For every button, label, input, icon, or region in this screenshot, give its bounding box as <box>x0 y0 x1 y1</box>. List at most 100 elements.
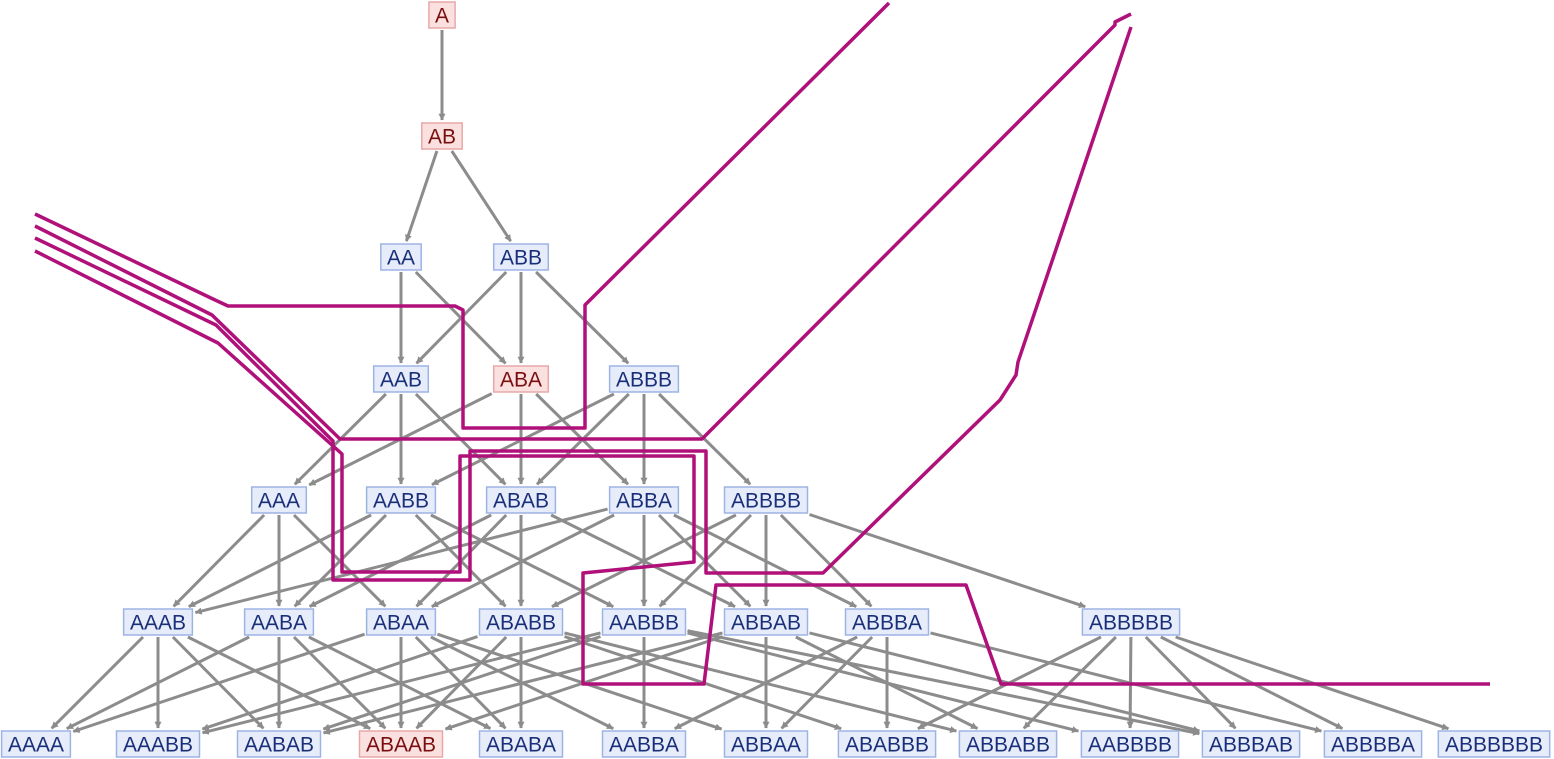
node-label: ABB <box>500 247 542 270</box>
node-ABBAB[interactable]: ABBAB <box>723 608 809 636</box>
edge-ABBAB-ABBBAB <box>809 631 1201 733</box>
node-box <box>608 365 680 393</box>
node-label: ABBBAB <box>1209 734 1293 757</box>
node-AAAA[interactable]: AAAA <box>0 730 72 758</box>
edge-AAA-AAAB <box>172 513 266 608</box>
node-ABAA[interactable]: ABAA <box>365 608 437 636</box>
node-AABA[interactable]: AABA <box>243 608 315 636</box>
node-label: AABB <box>373 490 429 513</box>
edge-ABABB-ABBABB <box>564 631 958 733</box>
node-box <box>601 608 687 636</box>
node-label: AAAB <box>130 612 186 635</box>
node-box <box>608 486 680 514</box>
node-box <box>723 730 809 758</box>
node-AABAB[interactable]: AABAB <box>236 730 322 758</box>
node-box <box>365 608 437 636</box>
node-box <box>243 608 315 636</box>
node-label: AB <box>428 126 456 149</box>
node-label: ABBAB <box>731 612 801 635</box>
node-label: A <box>435 5 449 28</box>
node-box <box>478 730 564 758</box>
node-label: AABA <box>251 612 307 635</box>
edge-ABBBB-ABBBA <box>779 513 873 608</box>
node-ABABA[interactable]: ABABA <box>478 730 564 758</box>
node-box <box>1323 730 1423 758</box>
node-AAB[interactable]: AAB <box>372 365 430 393</box>
node-label: ABA <box>500 369 542 392</box>
node-label: AABAB <box>244 734 314 757</box>
node-AAA[interactable]: AAA <box>250 486 308 514</box>
node-box <box>1081 608 1181 636</box>
node-AB[interactable]: AB <box>421 122 463 150</box>
node-box <box>485 486 557 514</box>
edge-AABBB-ABBBAB <box>687 629 1201 736</box>
node-box <box>492 365 550 393</box>
edge-AAAB-AAAA <box>50 635 145 730</box>
node-label: ABBA <box>616 490 672 513</box>
node-AA[interactable]: AA <box>380 243 422 271</box>
node-box <box>236 730 322 758</box>
node-AAABB[interactable]: AAABB <box>115 730 201 758</box>
node-box <box>115 730 201 758</box>
node-box <box>1201 730 1301 758</box>
node-label: ABAAB <box>366 734 436 757</box>
node-ABBBB[interactable]: ABBBB <box>723 486 809 514</box>
edge-ABB-ABBB <box>535 270 630 365</box>
node-box <box>365 486 437 514</box>
node-label: AABBBB <box>1088 734 1172 757</box>
node-label: ABBBBB <box>1089 612 1173 635</box>
node-ABBAA[interactable]: ABBAA <box>723 730 809 758</box>
node-label: ABBBBA <box>1331 734 1415 757</box>
node-ABABB[interactable]: ABABB <box>478 608 564 636</box>
node-ABBBBA[interactable]: ABBBBA <box>1323 730 1423 758</box>
node-AABBA[interactable]: AABBA <box>601 730 687 758</box>
node-label: ABAA <box>373 612 429 635</box>
node-ABBBBB[interactable]: ABBBBB <box>1081 608 1181 636</box>
edge-ABBA-AAAB <box>194 507 608 615</box>
node-box <box>0 730 72 758</box>
node-ABAB[interactable]: ABAB <box>485 486 557 514</box>
node-label: ABBABB <box>966 734 1050 757</box>
edge-AABBB-AAABB <box>201 631 601 735</box>
node-box <box>723 486 809 514</box>
node-label: AAAA <box>8 734 64 757</box>
highlight-path <box>34 1 891 430</box>
node-ABA[interactable]: ABA <box>492 365 550 393</box>
node-ABBBAB[interactable]: ABBBAB <box>1201 730 1301 758</box>
node-AAAB[interactable]: AAAB <box>122 608 194 636</box>
node-ABABBB[interactable]: ABABBB <box>837 730 937 758</box>
node-ABBA[interactable]: ABBA <box>608 486 680 514</box>
edge-AABBB-AABAB <box>322 635 601 731</box>
node-box <box>1080 730 1180 758</box>
node-box <box>250 486 308 514</box>
node-ABBB[interactable]: ABBB <box>608 365 680 393</box>
node-box <box>1437 730 1551 758</box>
edge-ABAA-AAAA <box>72 632 366 733</box>
node-ABBBBBB[interactable]: ABBBBBB <box>1437 730 1551 758</box>
node-AABBB[interactable]: AABBB <box>601 608 687 636</box>
highlight-path <box>34 26 1133 582</box>
node-ABBBA[interactable]: ABBBA <box>844 608 930 636</box>
edge-ABBAB-AABAB <box>322 631 723 735</box>
node-box <box>428 1 456 29</box>
edge-AABA-AAAA <box>66 635 250 730</box>
node-AABBBB[interactable]: AABBBB <box>1080 730 1180 758</box>
node-label: ABABB <box>486 612 556 635</box>
node-AABB[interactable]: AABB <box>365 486 437 514</box>
edge-ABBB-ABBBB <box>658 392 752 486</box>
edge-ABBBB-ABBBBB <box>809 513 1086 609</box>
node-A[interactable]: A <box>428 1 456 29</box>
edge-ABAA-ABBAA <box>436 632 723 731</box>
node-box <box>837 730 937 758</box>
node-label: ABBB <box>616 369 672 392</box>
node-label: AA <box>387 247 415 270</box>
node-ABBABB[interactable]: ABBABB <box>958 730 1058 758</box>
node-box <box>380 243 422 271</box>
node-box <box>844 608 930 636</box>
node-ABB[interactable]: ABB <box>492 243 550 271</box>
node-ABAAB[interactable]: ABAAB <box>358 730 444 758</box>
edge-ABBBA-ABBAA <box>780 635 874 730</box>
edge-AB-AA <box>404 150 439 242</box>
node-label: ABABA <box>486 734 556 757</box>
node-box <box>122 608 194 636</box>
